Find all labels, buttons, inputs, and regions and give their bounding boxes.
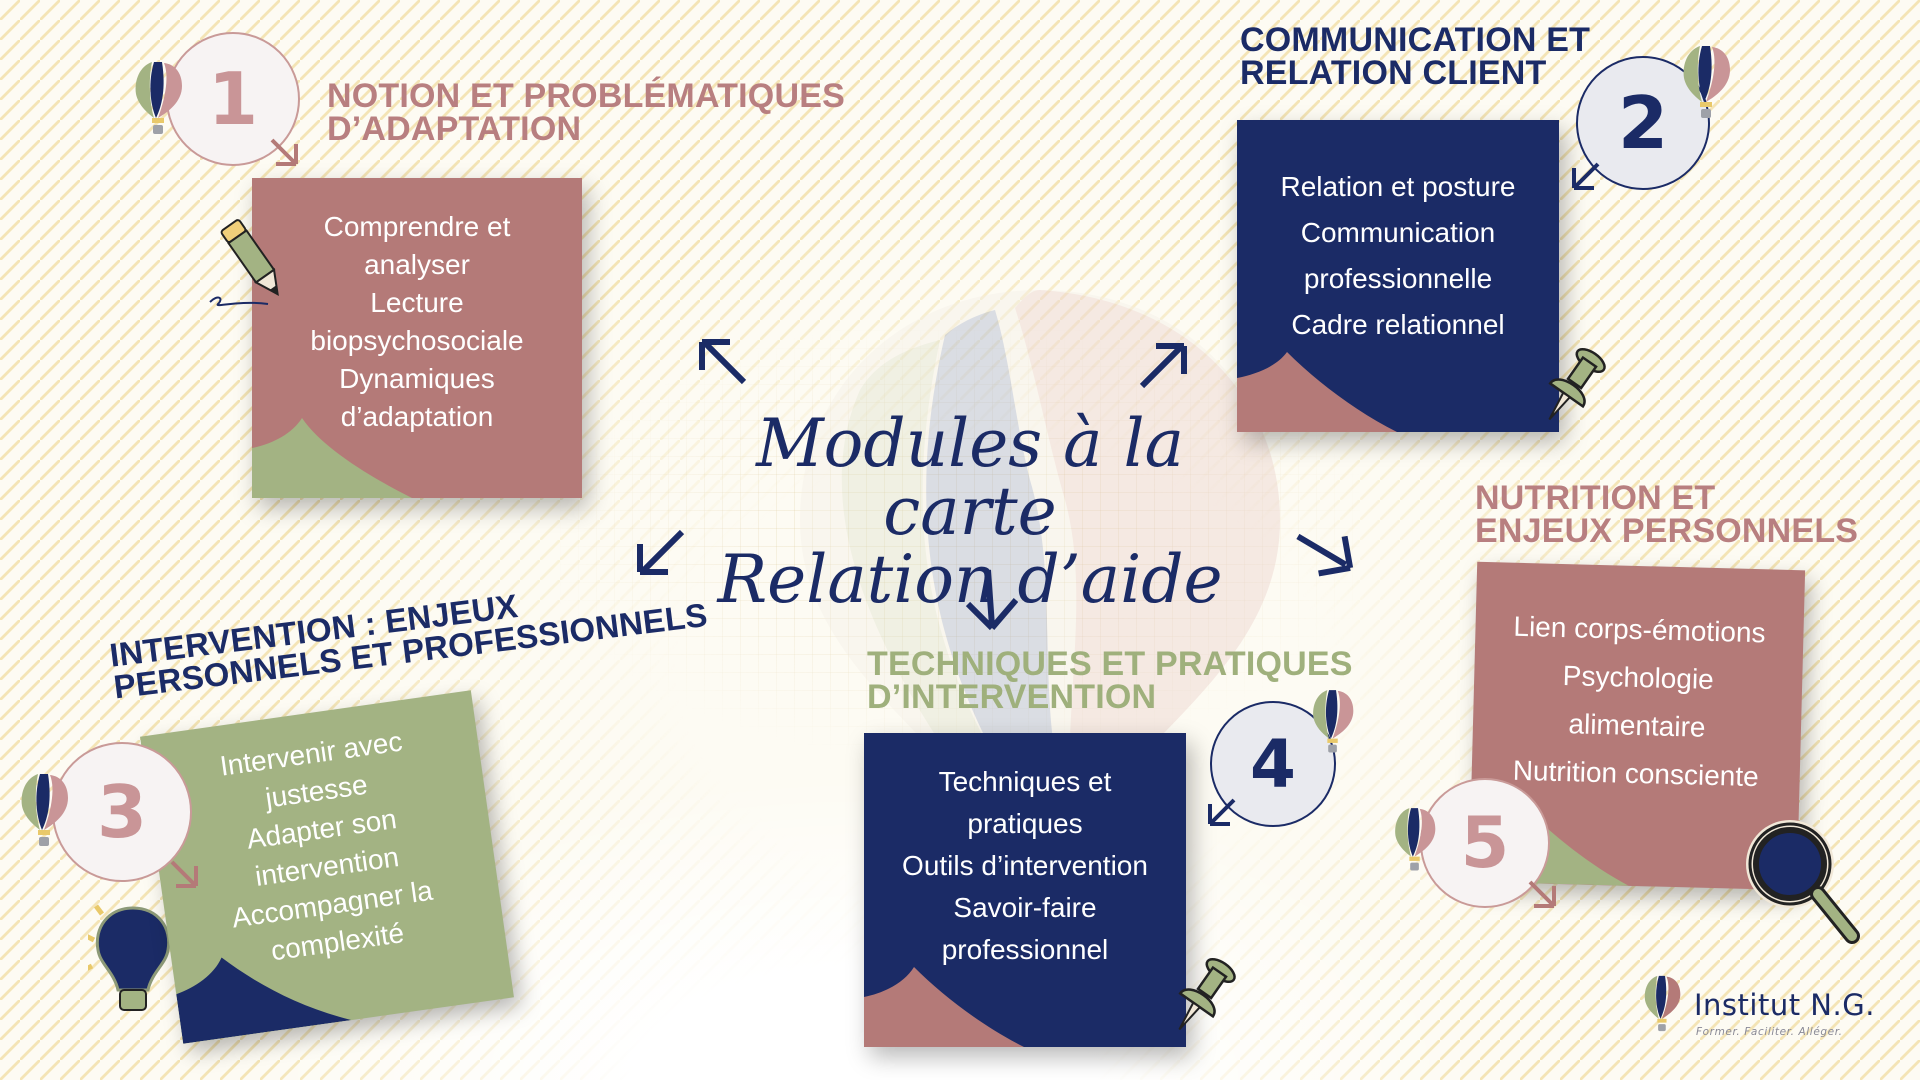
module-1-item: Dynamiques — [339, 363, 495, 394]
module-5-heading-line-2: ENJEUX PERSONNELS — [1475, 512, 1859, 551]
module-4-note: Techniques et pratiques Outils d’interve… — [864, 733, 1186, 1047]
module-3-note: Intervenir avec justesse Adapter son int… — [140, 690, 514, 1044]
module-1-item: d’adaptation — [340, 401, 494, 432]
module-2-corner-arrow-icon — [1572, 162, 1600, 190]
module-3-balloon-icon — [21, 774, 68, 846]
module-1-item: Comprendre et — [323, 211, 511, 242]
module-4-item: professionnel — [941, 934, 1109, 965]
module-3-corner-arrow-icon — [170, 860, 198, 888]
module-4-heading-line-2: D’INTERVENTION — [867, 678, 1157, 717]
module-2-number: 2 — [1617, 81, 1669, 165]
module-1-item: Lecture — [370, 287, 464, 318]
pushpin-icon — [1548, 347, 1606, 421]
module-4-balloon-icon — [1313, 690, 1354, 753]
module-1-page-curl — [252, 418, 412, 498]
arrow-down-icon — [965, 569, 1018, 631]
center-balloon-icon — [800, 290, 1280, 840]
module-4-number: 4 — [1250, 725, 1296, 803]
logo-tagline: Former. Faciliter. Alléger. — [1696, 1026, 1843, 1038]
arrow-down-right-icon — [1296, 533, 1354, 577]
module-5-balloon-icon — [1395, 808, 1436, 871]
module-2-item: Communication — [1300, 217, 1496, 248]
module-2-item: Cadre relationnel — [1291, 309, 1505, 340]
title-line-1: Modules à la carte — [756, 405, 1184, 550]
page-title: Modules à la carte Relation d’aide — [660, 410, 1280, 614]
module-3-page-curl — [176, 957, 352, 1044]
module-4-item: Savoir-faire — [953, 892, 1097, 923]
logo-name: Institut N.G. — [1694, 988, 1875, 1022]
module-4-corner-arrow-icon — [1208, 798, 1236, 826]
module-1-balloon-icon — [135, 62, 182, 134]
module-1-item: analyser — [364, 249, 470, 280]
institut-logo: Institut N.G. Former. Faciliter. Alléger… — [1632, 968, 1892, 1038]
pushpin-icon — [1178, 957, 1236, 1031]
module-2-item: Relation et posture — [1280, 171, 1516, 202]
module-1-number: 1 — [207, 57, 259, 141]
module-5-corner-arrow-icon — [1528, 880, 1556, 908]
module-1-heading-line-1: NOTION ET PROBLÉMATIQUES — [327, 77, 845, 115]
module-2-balloon-icon — [1683, 46, 1730, 118]
module-5-number: 5 — [1460, 802, 1510, 884]
module-5-heading: NUTRITION ET ENJEUX PERSONNELS — [1475, 479, 1859, 551]
module-5-item: Psychologie — [1562, 660, 1715, 695]
module-4-item: Outils d’intervention — [902, 850, 1148, 881]
pencil-icon — [209, 219, 279, 307]
module-5-item: alimentaire — [1568, 708, 1706, 743]
module-2-heading-line-2: RELATION CLIENT — [1240, 54, 1547, 93]
module-3-number: 3 — [96, 770, 148, 854]
module-5-item: Nutrition consciente — [1512, 754, 1760, 793]
arrow-up-right-icon — [1139, 343, 1187, 389]
module-1-heading: NOTION ET PROBLÉMATIQUES D’ADAPTATION — [327, 77, 845, 149]
module-2-heading: COMMUNICATION ET RELATION CLIENT — [1240, 21, 1591, 93]
module-2-item: professionnelle — [1303, 263, 1493, 294]
arrow-down-left-icon — [637, 529, 685, 575]
magnifying-glass-icon — [1746, 820, 1860, 944]
module-1-item: biopsychosociale — [310, 325, 524, 356]
module-4-heading-line-1: TECHNIQUES ET PRATIQUES — [867, 645, 1353, 683]
module-4-page-curl — [864, 967, 1024, 1047]
module-4-heading: TECHNIQUES ET PRATIQUES D’INTERVENTION — [867, 645, 1353, 717]
module-4-item: Techniques et — [938, 766, 1112, 797]
lightbulb-icon — [88, 904, 171, 1011]
arrow-up-left-icon — [699, 339, 747, 385]
module-1-corner-arrow-icon — [270, 138, 298, 166]
module-2-note: Relation et posture Communication profes… — [1237, 120, 1559, 432]
module-2-heading-line-1: COMMUNICATION ET — [1240, 21, 1591, 59]
module-5-heading-line-1: NUTRITION ET — [1475, 479, 1716, 517]
module-1-note: Comprendre et analyser Lecture biopsycho… — [252, 178, 582, 498]
module-5-item: Lien corps-émotions — [1513, 610, 1766, 649]
module-4-item: pratiques — [967, 808, 1083, 839]
module-1-heading-line-2: D’ADAPTATION — [327, 110, 582, 149]
module-2-page-curl — [1237, 352, 1397, 432]
logo-balloon-icon — [1644, 975, 1681, 1032]
